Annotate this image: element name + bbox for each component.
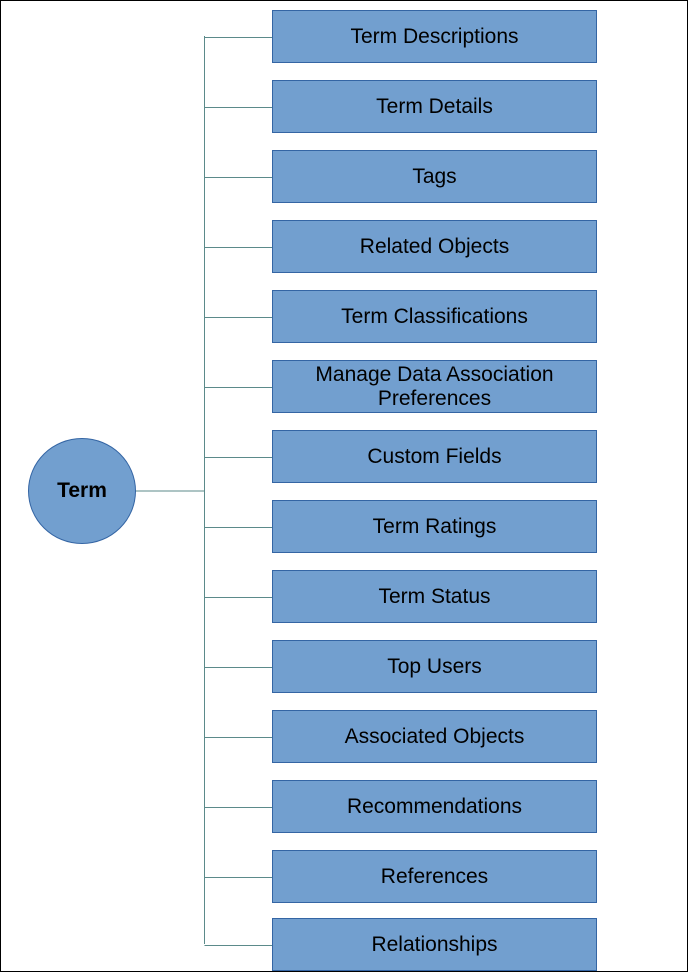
node-label: Term Status — [378, 584, 491, 608]
root-node-label: Term — [57, 479, 107, 502]
node-label: Top Users — [387, 654, 482, 678]
node-label: Relationships — [371, 932, 498, 956]
node-label: Recommendations — [346, 794, 523, 818]
node-top-users: Top Users — [272, 640, 597, 693]
node-label: Term Ratings — [372, 514, 497, 538]
node-references: References — [272, 850, 597, 903]
node-relationships: Relationships — [272, 918, 597, 971]
root-node-term: Term — [28, 438, 136, 544]
node-term-status: Term Status — [272, 570, 597, 623]
node-custom-fields: Custom Fields — [272, 430, 597, 483]
node-label: Associated Objects — [344, 724, 525, 748]
node-term-descriptions: Term Descriptions — [272, 10, 597, 63]
node-label: Term Classifications — [341, 304, 528, 328]
node-manage-data-association-preferences: Manage Data Association Preferences — [272, 360, 597, 413]
node-label: Term Descriptions — [350, 24, 519, 48]
node-label: Related Objects — [359, 234, 510, 258]
node-related-objects: Related Objects — [272, 220, 597, 273]
node-associated-objects: Associated Objects — [272, 710, 597, 763]
node-label: Term Details — [376, 94, 493, 118]
node-tags: Tags — [272, 150, 597, 203]
node-recommendations: Recommendations — [272, 780, 597, 833]
node-label: Manage Data Association Preferences — [315, 362, 554, 410]
node-term-details: Term Details — [272, 80, 597, 133]
node-term-ratings: Term Ratings — [272, 500, 597, 553]
node-term-classifications: Term Classifications — [272, 290, 597, 343]
node-label: References — [380, 864, 489, 888]
node-label: Custom Fields — [367, 444, 502, 468]
node-label: Tags — [412, 164, 457, 188]
